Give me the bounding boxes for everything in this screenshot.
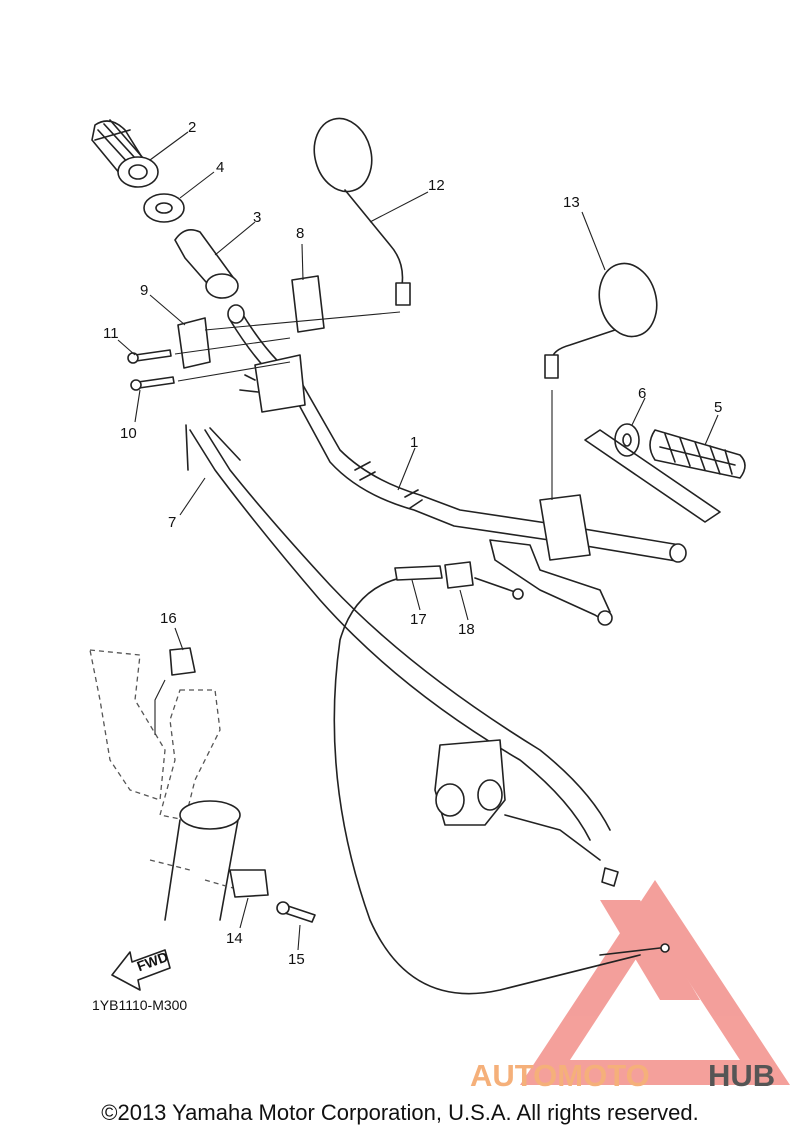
- callout-15: 15: [288, 951, 305, 968]
- callout-9: 9: [140, 282, 148, 299]
- callout-8: 8: [296, 225, 304, 242]
- callout-11: 11: [103, 325, 119, 342]
- callout-4: 4: [216, 159, 224, 176]
- callout-3: 3: [253, 209, 261, 226]
- watermark-logo: [520, 880, 790, 1085]
- callout-leaders: [117, 131, 719, 951]
- callout-2: 2: [188, 119, 196, 136]
- throttle-cables: [185, 424, 611, 841]
- callout-5: 5: [714, 399, 722, 416]
- callout-17: 17: [410, 611, 427, 628]
- callout-10: 10: [120, 425, 137, 442]
- watermark-part1: AUTOMOTO: [470, 1058, 650, 1093]
- callout-14: 14: [226, 930, 243, 947]
- callout-13: 13: [563, 194, 580, 211]
- left-mirror: [313, 117, 411, 306]
- watermark-part2: HUB: [708, 1058, 775, 1093]
- left-grip: [91, 119, 159, 188]
- callout-18: 18: [458, 621, 475, 638]
- watermark-text: AUTOMOTO HUB: [470, 1058, 775, 1093]
- right-grip: [584, 423, 746, 523]
- diagram-code: 1YB1110-M300: [92, 997, 187, 1013]
- throttle-grip: [174, 229, 239, 299]
- handlebar: [227, 304, 687, 563]
- callout-12: 12: [428, 177, 445, 194]
- callout-16: 16: [160, 610, 177, 627]
- forward-arrow: FWD: [111, 948, 171, 991]
- handlebar-holder: [177, 275, 325, 413]
- brake-lever-holder: [489, 494, 613, 626]
- copyright-notice: ©2013 Yamaha Motor Corporation, U.S.A. A…: [101, 1100, 699, 1125]
- callout-7: 7: [168, 514, 176, 531]
- throttle-body: [434, 739, 619, 887]
- clutch-cable: [333, 561, 670, 995]
- grip-washer: [143, 193, 185, 223]
- callout-labels: 1 2 3 4 5 6 7 8 9 10 11 12 13 14 15 16 1…: [103, 119, 722, 968]
- right-mirror: [544, 262, 658, 500]
- front-fork: [149, 800, 316, 923]
- callout-1: 1: [410, 434, 418, 451]
- callout-6: 6: [638, 385, 646, 402]
- frame-outline: [89, 647, 221, 821]
